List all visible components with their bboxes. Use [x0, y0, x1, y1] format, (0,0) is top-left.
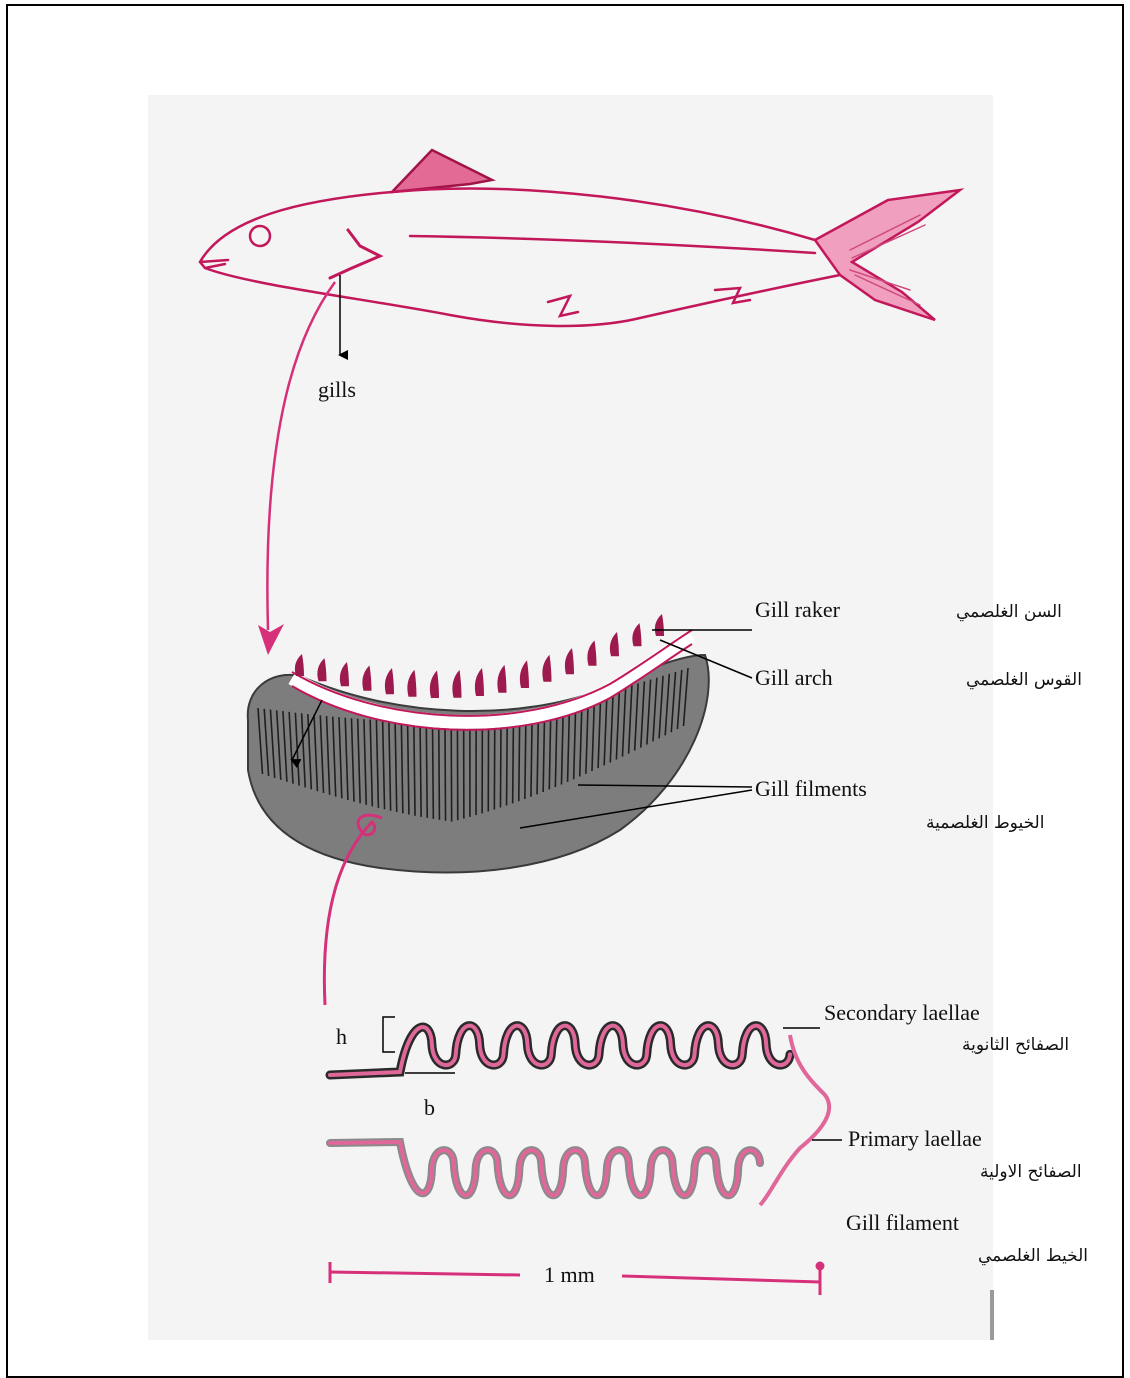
- lamellae-drawing: [330, 1017, 829, 1205]
- gill-raker-tooth: [475, 668, 484, 696]
- filament-stroke: [420, 721, 421, 817]
- fish-body: [200, 189, 842, 326]
- gill-raker-tooth: [542, 655, 551, 682]
- gill-raker-tooth: [565, 648, 574, 674]
- gill-raker-label: Gill raker: [755, 597, 841, 622]
- filament-stroke: [445, 720, 446, 821]
- gill-filament-label: Gill filament: [846, 1210, 959, 1235]
- gill-raker-tooth: [385, 668, 394, 694]
- gill-arch-arabic-label: القوس الغلصمي: [966, 670, 1082, 690]
- lateral-line: [410, 236, 815, 253]
- h-label: h: [336, 1024, 347, 1049]
- gill-raker-tooth: [610, 632, 619, 656]
- gill-raker-tooth: [632, 623, 641, 646]
- filament-stroke: [432, 720, 433, 818]
- b-label: b: [424, 1095, 435, 1120]
- primary-lamellae-arabic-label: الصفائح الاولية: [980, 1162, 1082, 1182]
- gill-slit: [330, 230, 380, 278]
- gill-raker-arabic-label: السن الغلصمي: [956, 602, 1062, 622]
- gill-filament-arabic-label: الخيط الغلصمي: [978, 1246, 1088, 1266]
- gills-label: gills: [318, 377, 356, 402]
- gill-raker-tooth: [497, 665, 506, 693]
- gill-raker-tooth: [452, 670, 461, 698]
- tail-fin: [815, 190, 960, 320]
- primary-lamellae-label: Primary laellae: [848, 1126, 982, 1151]
- gill-arch: [248, 614, 709, 872]
- filament-stroke: [426, 721, 427, 818]
- pelvic-fin: [548, 296, 578, 316]
- gill-raker-tooth: [520, 660, 529, 688]
- connector-curve-fish-to-arch: [267, 282, 335, 630]
- gill-raker-tooth: [340, 662, 349, 686]
- secondary-lamellae-arabic-label: الصفائح الثانوية: [962, 1035, 1069, 1055]
- gill-raker-tooth: [362, 665, 371, 690]
- gill-raker-tooth: [587, 640, 596, 665]
- filament-stroke: [439, 720, 440, 820]
- gill-filaments-label: Gill filments: [755, 776, 867, 801]
- connector-arrowhead: [258, 624, 284, 655]
- gill-raker-tooth: [295, 654, 304, 676]
- h-bracket: [383, 1017, 395, 1052]
- gill-filaments-arabic-label: الخيوط الغلصمية: [926, 813, 1044, 833]
- fish-drawing: [200, 150, 960, 326]
- fish-eye: [250, 226, 270, 246]
- gill-raker-tooth: [407, 670, 416, 697]
- gill-raker-tooth: [317, 658, 326, 681]
- scale-label: 1 mm: [544, 1262, 595, 1287]
- gill-raker-tooth: [430, 670, 439, 698]
- gill-arch-label: Gill arch: [755, 665, 833, 690]
- secondary-lamellae-label: Secondary laellae: [824, 1000, 980, 1025]
- dorsal-fin: [392, 150, 492, 192]
- gill-raker-tooth: [655, 614, 664, 636]
